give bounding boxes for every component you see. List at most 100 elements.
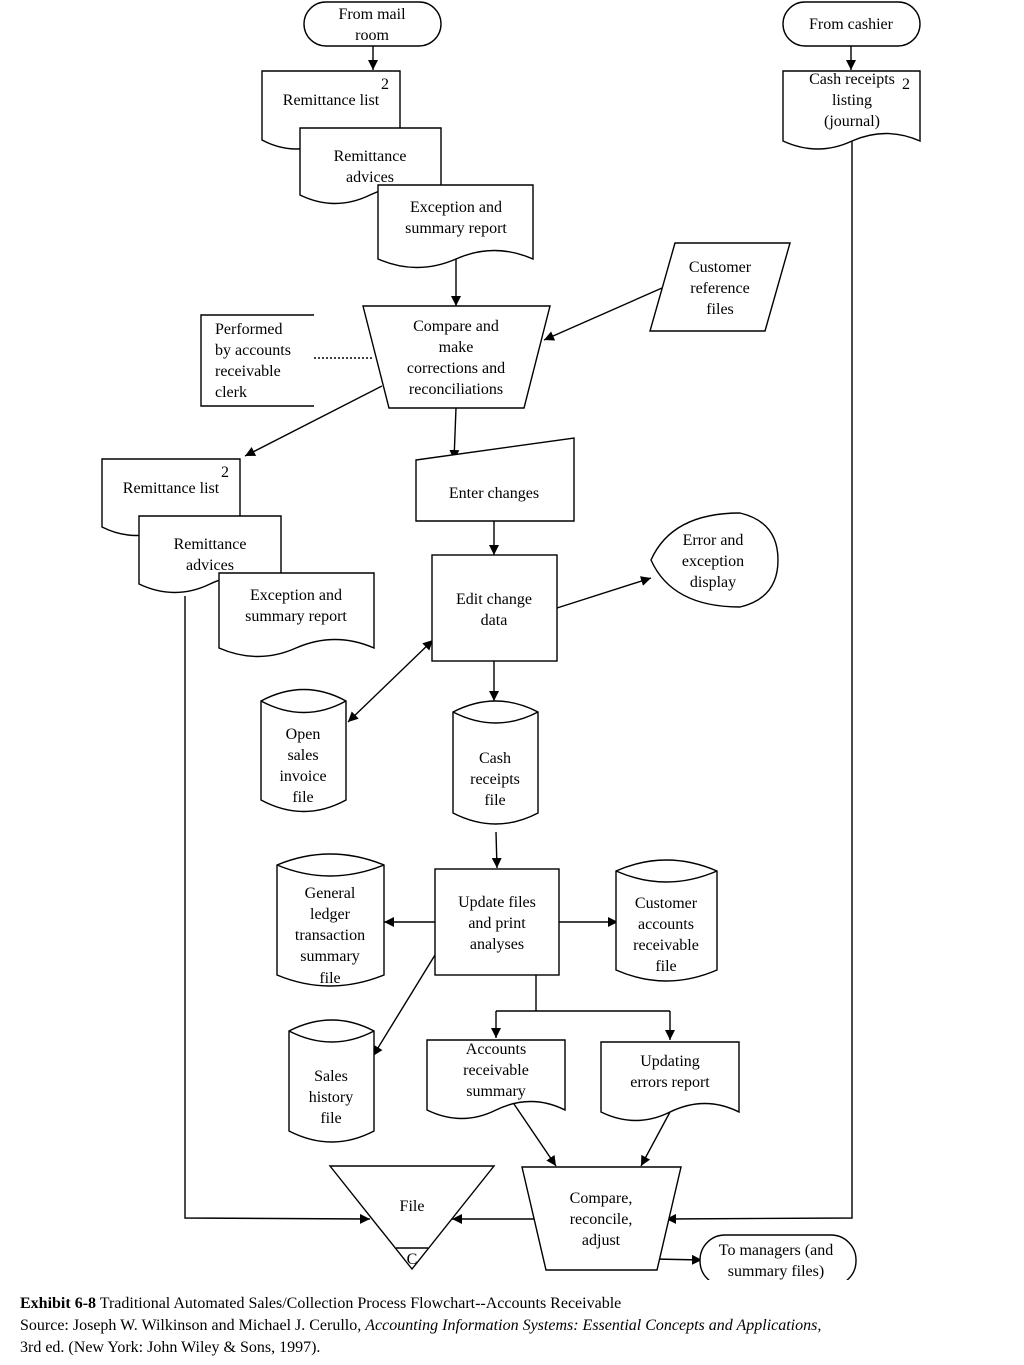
disk-open-sales-invoice-file: Open sales invoice file — [260, 688, 347, 813]
manual-compare-reconcile-adjust: Compare, reconcile, adjust — [521, 1166, 682, 1271]
node-label: errors report — [630, 1074, 710, 1091]
disk-general-ledger-file: General ledger transaction summary file — [276, 853, 385, 987]
node-label: Customer — [689, 259, 752, 276]
node-label: accounts — [638, 916, 694, 933]
copy-count: 2 — [381, 76, 389, 93]
node-label: advices — [186, 557, 234, 574]
node-label: transaction — [295, 927, 365, 944]
disk-customer-ar-file: Customer accounts receivable file — [615, 859, 718, 982]
node-label: summary files) — [728, 1263, 824, 1280]
node-label: Performed — [215, 321, 283, 338]
node-label: Edit change — [456, 591, 532, 608]
node-label: invoice — [279, 768, 326, 785]
node-label: listing — [832, 92, 872, 109]
manual-input-enter-changes: Enter changes — [415, 437, 575, 522]
node-label: reconciliations — [409, 381, 503, 398]
node-label: summary report — [245, 608, 347, 625]
node-label: Sales — [314, 1068, 348, 1085]
node-label: Exception and — [410, 199, 502, 216]
node-label: exception — [682, 553, 744, 570]
input-customer-reference-files: Customer reference files — [649, 242, 791, 332]
node-label: file — [320, 1110, 341, 1127]
node-label: (journal) — [824, 113, 880, 130]
node-label: Customer — [635, 895, 698, 912]
node-label: Compare and — [413, 318, 499, 335]
copy-count: 2 — [221, 464, 229, 481]
node-label: ledger — [310, 906, 351, 923]
terminal-from-cashier: From cashier — [782, 1, 921, 47]
node-label: file — [292, 789, 313, 806]
display-error-exception: Error and exception display — [650, 512, 779, 608]
node-label: Remittance — [334, 148, 407, 165]
process-edit-change-data: Edit change data — [431, 554, 558, 662]
source-book-title: Accounting Information Systems: Essentia… — [365, 1317, 822, 1334]
node-label: make — [439, 339, 474, 356]
connectors — [184, 45, 856, 1265]
source-prefix: Source: Joseph W. Wilkinson and Michael … — [20, 1317, 366, 1334]
document-ar-summary: Accounts receivable summary — [426, 1039, 566, 1120]
node-label: Updating — [640, 1053, 700, 1070]
node-label: Compare, — [570, 1190, 633, 1207]
node-label: receivable — [215, 363, 281, 380]
node-label: To managers (and — [719, 1242, 833, 1259]
node-label: room — [355, 27, 389, 44]
document-exception-report-top: Exception and summary report — [377, 184, 534, 269]
node-label: advices — [346, 169, 394, 186]
figure-caption: Exhibit 6-8 Traditional Automated Sales/… — [20, 1293, 1010, 1359]
node-label: receipts — [470, 771, 520, 788]
node-label: summary — [466, 1083, 526, 1100]
node-label: data — [481, 612, 508, 629]
node-label: file — [484, 792, 505, 809]
node-label: display — [690, 574, 736, 591]
node-label: Exception and — [250, 587, 342, 604]
manual-compare-and-make-corrections: Compare and make corrections and reconci… — [362, 305, 551, 409]
node-label: summary report — [405, 220, 507, 237]
node-label: and print — [468, 915, 526, 932]
node-label: Cash receipts — [809, 71, 895, 88]
node-label: Remittance — [174, 536, 247, 553]
caption-source-line: Source: Joseph W. Wilkinson and Michael … — [20, 1315, 1010, 1337]
process-update-files: Update files and print analyses — [434, 868, 560, 976]
node-label: Cash — [479, 750, 511, 767]
node-label: analyses — [470, 936, 524, 953]
caption-title-line: Exhibit 6-8 Traditional Automated Sales/… — [20, 1293, 1010, 1315]
node-label: reference — [690, 280, 750, 297]
node-label: file — [655, 958, 676, 975]
terminal-from-mail-room: From mail room — [303, 1, 442, 47]
node-label: Error and — [683, 532, 744, 549]
node-label: Remittance list — [123, 480, 220, 497]
disk-cash-receipts-file: Cash receipts file — [452, 700, 539, 825]
node-label: adjust — [582, 1232, 621, 1249]
file-code: C — [407, 1251, 418, 1268]
terminal-to-managers: To managers (and summary files) — [699, 1234, 857, 1280]
node-label: From mail — [338, 6, 406, 23]
exhibit-label: Exhibit 6-8 — [20, 1295, 97, 1312]
node-label: Remittance list — [283, 92, 380, 109]
node-label: receivable — [633, 937, 699, 954]
node-label: Accounts — [466, 1041, 526, 1058]
node-label: Enter changes — [449, 485, 539, 502]
disk-sales-history-file: Sales history file — [288, 1019, 375, 1143]
caption-source-edition: 3rd ed. (New York: John Wiley & Sons, 19… — [20, 1339, 321, 1356]
node-label: clerk — [215, 384, 247, 401]
node-label: history — [309, 1089, 353, 1106]
node-label: sales — [287, 747, 318, 764]
node-label: receivable — [463, 1062, 529, 1079]
document-exception-report-mid: Exception and summary report — [218, 572, 375, 658]
node-label: File — [400, 1198, 425, 1215]
exhibit-title: Traditional Automated Sales/Collection P… — [96, 1295, 622, 1312]
annotation-performed-by: Performed by accounts receivable clerk — [200, 314, 314, 407]
copy-count: 2 — [902, 76, 910, 93]
node-label: file — [319, 970, 340, 987]
offline-file-storage: File C — [328, 1165, 496, 1271]
document-cash-receipts-listing: Cash receipts listing (journal) 2 — [782, 70, 921, 150]
flowchart: From mail room From cashier To managers … — [101, 1, 921, 1280]
node-label: summary — [300, 948, 360, 965]
node-label: Update files — [458, 894, 536, 911]
document-updating-errors-report: Updating errors report — [600, 1041, 740, 1122]
node-label: corrections and — [407, 360, 505, 377]
node-label: files — [706, 301, 734, 318]
node-label: reconcile, — [570, 1211, 633, 1228]
node-label: Open — [286, 726, 321, 743]
node-label: From cashier — [809, 16, 894, 33]
